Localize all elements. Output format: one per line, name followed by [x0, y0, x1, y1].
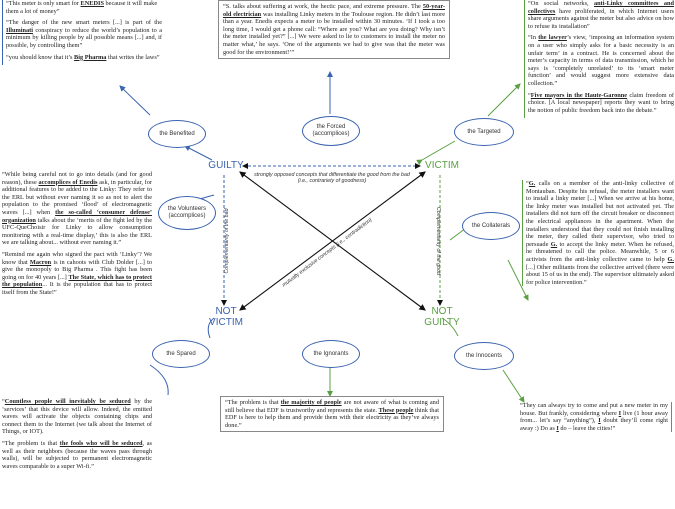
arrow-spared-quote: [149, 364, 169, 396]
quotes-benefited: “This meter is only smart for ENEDIS bec…: [2, 0, 162, 66]
arrow-benefited: [184, 145, 213, 161]
quotes-innocents: “They can always try to come and put a n…: [520, 402, 672, 433]
quote: “The problem is that the fools who will …: [2, 439, 152, 470]
quote: “In the lawyer’s view, ‘imposing an info…: [528, 34, 674, 87]
arrow-benefited-quote: [119, 85, 151, 116]
quotes-volunteers: “While being careful not to go into deta…: [2, 171, 152, 301]
role-spared: the Spared: [152, 340, 210, 368]
role-benefited: the Benefited: [148, 120, 206, 148]
contradiction-line-2: [239, 171, 426, 311]
quotes-spared: “Countless people will inevitably be sed…: [2, 398, 152, 474]
quote: “Remind me again who signed the pact wit…: [2, 250, 152, 296]
quote: “This meter is only smart for ENEDIS bec…: [6, 0, 158, 15]
quote: “The danger of the new smart meters [...…: [6, 19, 162, 49]
role-targeted: the Targeted: [454, 118, 514, 146]
quote: “Five mayors in the Haute-Garonne claim …: [528, 91, 674, 114]
corner-guilty: GUILTY: [208, 160, 244, 171]
role-innocents: the Innocents: [454, 342, 514, 370]
quote: “you should know that it’s Big Pharma th…: [6, 53, 160, 61]
label-complementarity-bad: Complementarity of the bad: [224, 208, 230, 274]
quotes-collaterals: “G. calls on a member of the anti-linky …: [522, 180, 675, 287]
quote: “On social networks, anti-Linky committe…: [528, 0, 675, 30]
arrow-collaterals-quote: [507, 259, 529, 301]
quotes-forced: “S. talks about suffering at work, the h…: [218, 0, 450, 60]
role-ignorants: the Ignorants: [302, 340, 360, 368]
role-collaterals: the Collaterals: [462, 212, 520, 240]
quotes-ignorants: “The problem is that the majority of peo…: [220, 396, 444, 433]
arrow-spared: [207, 317, 215, 339]
quotes-targeted: “On social networks, anti-Linky committe…: [524, 0, 675, 119]
arrow-targeted-quote: [487, 83, 521, 117]
arrow-targeted: [416, 140, 456, 166]
label-contrariety: strongly opposed concepts that different…: [254, 172, 410, 184]
quote: “The problem is that the majority of peo…: [225, 399, 439, 429]
arrow-innocents-quote: [502, 369, 525, 403]
quote: “They can always try to come and put a n…: [520, 402, 668, 432]
quote: “While being careful not to go into deta…: [2, 171, 152, 247]
quote: “Countless people will inevitably be sed…: [2, 398, 152, 436]
quote: “S. talks about suffering at work, the h…: [223, 3, 445, 56]
role-volunteers: the Volunteers (accomplices): [158, 196, 216, 230]
role-forced: the Forced (accomplices): [302, 116, 360, 146]
corner-victim: VICTIM: [425, 160, 459, 171]
label-complementarity-good: Complementarity of the good: [435, 206, 441, 275]
arrow-innocents: [441, 317, 459, 337]
quote: “G. calls on a member of the anti-linky …: [526, 180, 675, 286]
